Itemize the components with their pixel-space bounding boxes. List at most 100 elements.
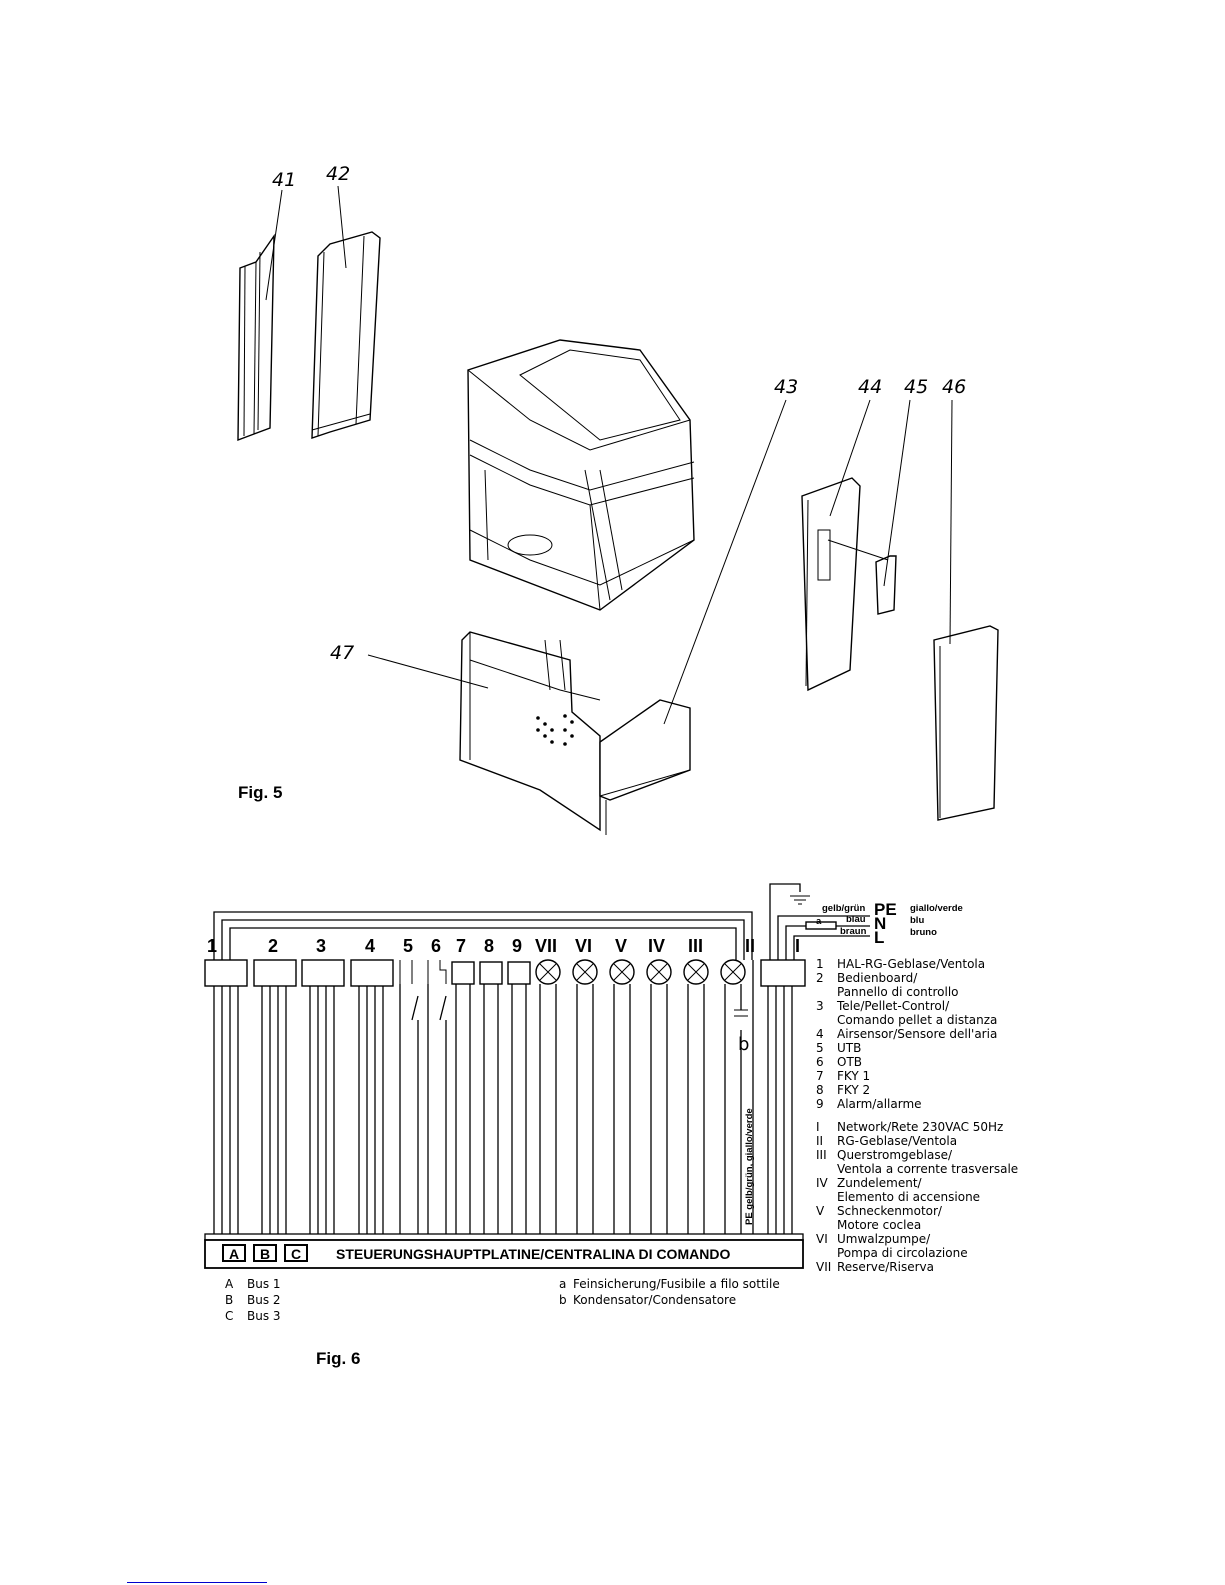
bus-key-b: B	[225, 1293, 233, 1307]
capacitor-label-b: b	[738, 1034, 749, 1055]
bus-text-a: Bus 1	[247, 1277, 281, 1291]
legend-key-II: II	[816, 1134, 823, 1148]
legend-key-2: 2	[816, 971, 824, 985]
legend-text-IIIb: Ventola a corrente trasversale	[837, 1162, 1018, 1176]
legend-text-5: UTB	[837, 1041, 861, 1055]
legend-text-6: OTB	[837, 1055, 862, 1069]
legend-text-II: RG-Geblase/Ventola	[837, 1134, 957, 1148]
part-46-right-panel	[933, 625, 999, 821]
fuse-a	[805, 921, 837, 930]
part-label-42: 42	[326, 163, 350, 185]
mains-l: L	[874, 928, 884, 947]
slot-label-III: III	[688, 936, 703, 956]
legend-key-VII: VII	[816, 1260, 831, 1274]
connector-I	[760, 959, 806, 987]
lamp-VII	[535, 959, 561, 985]
legend-text-3: Tele/Pellet-Control/	[836, 999, 950, 1013]
stove-body	[467, 339, 695, 611]
legend-text-VIb: Pompa di circolazione	[837, 1246, 968, 1260]
fig5-exploded-view: 41 42 43 44 45 46 47 Fig. 5	[237, 163, 999, 835]
connector-9	[507, 961, 531, 985]
lamp-symbols	[535, 959, 746, 985]
bus-key-a: A	[225, 1277, 234, 1291]
legend-key-6: 6	[816, 1055, 824, 1069]
slot-label-1: 1	[207, 936, 217, 956]
part-41-side-panel	[237, 233, 275, 442]
legend-key-8: 8	[816, 1083, 824, 1097]
legend-text-III: Querstromgeblase/	[837, 1148, 953, 1162]
legend-text-1: HAL-RG-Geblase/Ventola	[837, 957, 985, 971]
legend-key-VI: VI	[816, 1232, 828, 1246]
component-text-b: Kondensator/Condensatore	[573, 1293, 736, 1307]
bus-b-box	[253, 1244, 277, 1262]
legend-text-3b: Comando pellet a distanza	[837, 1013, 997, 1027]
bus-a-label: A	[229, 1246, 239, 1262]
legend-key-V: V	[816, 1204, 825, 1218]
slot-label-9: 9	[512, 936, 522, 956]
legend-text-8: FKY 2	[837, 1083, 870, 1097]
fig6-caption: Fig. 6	[316, 1349, 360, 1368]
legend-text-4: Airsensor/Sensore dell'aria	[837, 1027, 997, 1041]
legend-key-5: 5	[816, 1041, 824, 1055]
mains-n-color-de: blau	[846, 914, 866, 925]
bus-legend: A Bus 1 B Bus 2 C Bus 3	[225, 1277, 281, 1323]
connector-8	[479, 961, 503, 985]
legend-text-7: FKY 1	[837, 1069, 870, 1083]
part-label-43: 43	[774, 376, 798, 398]
legend-key-4: 4	[816, 1027, 824, 1041]
slot-label-I: I	[795, 936, 800, 956]
legend-text-V: Schneckenmotor/	[837, 1204, 943, 1218]
legend-key-1: 1	[816, 957, 824, 971]
legend-text-2b: Pannello di controllo	[837, 985, 959, 999]
bus-a-box	[222, 1244, 246, 1262]
part-label-44: 44	[858, 376, 882, 398]
part-44-panel	[801, 477, 861, 692]
bus-c-box	[284, 1244, 308, 1262]
legend-text-I: Network/Rete 230VAC 50Hz	[837, 1120, 1003, 1134]
earth-wire	[769, 883, 801, 960]
pe-wire-label: PE gelb/grün, giallo/verde	[744, 1108, 755, 1225]
connector-7	[451, 961, 475, 985]
mains-pe: PE	[874, 900, 897, 919]
legend-text-VII: Reserve/Riserva	[837, 1260, 934, 1274]
slot-label-VI: VI	[575, 936, 592, 956]
connector-5	[399, 960, 413, 984]
board-title: STEUERUNGSHAUPTPLATINE/CENTRALINA DI COM…	[336, 1246, 730, 1262]
lamp-III	[683, 959, 709, 985]
fuse-label-a: a	[816, 916, 822, 927]
vertical-wires	[213, 960, 793, 1234]
slot-label-8: 8	[484, 936, 494, 956]
fig6-wiring-diagram: gelb/grün blau braun a PE N L giallo/ver…	[204, 883, 1018, 1368]
connector-6	[427, 960, 447, 984]
part-43-base-plate	[599, 699, 691, 835]
lamp-V	[609, 959, 635, 985]
mains-pe-color-it: giallo/verde	[910, 903, 963, 914]
legend-key-IV: IV	[816, 1176, 829, 1190]
bus-c-label: C	[291, 1246, 301, 1262]
slot-label-5: 5	[403, 936, 413, 956]
component-text-a: Feinsicherung/Fusibile a filo sottile	[573, 1277, 780, 1291]
component-legend: a Feinsicherung/Fusibile a filo sottile …	[559, 1277, 780, 1307]
mains-n-color-it: blu	[910, 915, 924, 926]
legend-key-3: 3	[816, 999, 824, 1013]
legend-text-Vb: Motore coclea	[837, 1218, 921, 1232]
bus-b-label: B	[260, 1246, 270, 1262]
bus-text-c: Bus 3	[247, 1309, 281, 1323]
legend-text-9: Alarm/allarme	[837, 1097, 922, 1111]
part-42-side-panel	[311, 231, 381, 439]
legend-text-2: Bedienboard/	[837, 971, 918, 985]
mains-l-color-it: bruno	[910, 927, 937, 938]
slot-label-IV: IV	[648, 936, 665, 956]
connector-1	[204, 959, 248, 987]
legend-text-IVb: Elemento di accensione	[837, 1190, 980, 1204]
component-key-a: a	[559, 1277, 566, 1291]
part-label-47: 47	[330, 642, 354, 664]
connector-2	[253, 959, 297, 987]
vent-holes	[536, 714, 574, 746]
part-label-46: 46	[942, 376, 966, 398]
lamp-II	[720, 959, 746, 985]
connector-3	[301, 959, 345, 987]
bus-text-b: Bus 2	[247, 1293, 281, 1307]
slot-label-2: 2	[268, 936, 278, 956]
